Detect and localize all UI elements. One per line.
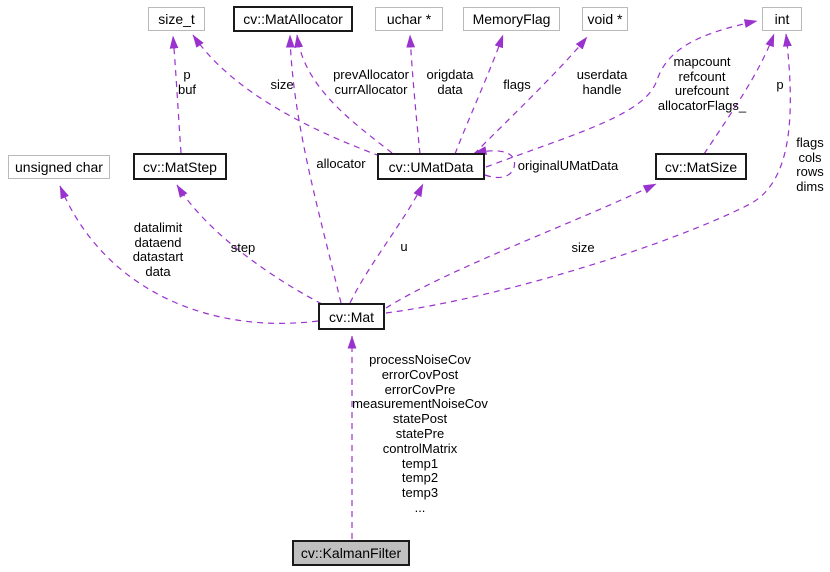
edge-umatdata-matallocator [294,34,393,154]
edge-label-userdata-handle: userdata handle [576,67,628,97]
node-cv-kalmanfilter: cv::KalmanFilter [292,540,410,566]
edge-label-p-right: p [776,77,784,92]
edge-matstep-sizet-p-buf [169,35,182,154]
node-cv-matstep[interactable]: cv::MatStep [133,153,227,180]
node-unsigned-char: unsigned char [8,155,110,179]
edge-label-mapcount-group: mapcount refcount urefcount allocatorFla… [657,54,747,113]
node-memoryflag: MemoryFlag [463,7,560,31]
edge-label-flags-top: flags [503,77,531,92]
node-int: int [762,7,802,31]
edge-umatdata-voidptr [473,36,588,155]
edge-mat-matallocator-allocator [285,34,342,304]
node-cv-umatdata[interactable]: cv::UMatData [377,153,485,180]
edge-mat-unsignedchar-data [59,185,319,324]
node-void-ptr: void * [582,7,628,31]
edge-umatdata-memoryflag [454,34,504,155]
edge-label-datalimit-group: datalimit dataend datastart data [132,220,184,279]
edge-mat-matsize-size [385,183,657,309]
edge-matsize-int-p [703,33,775,155]
edge-label-origdata-data: origdata data [426,67,474,97]
edge-label-size-top: size [270,77,294,92]
edge-label-flags-cols-rows-dims: flags cols rows dims [796,135,824,194]
edge-label-prev-curr-allocator: prevAllocator currAllocator [333,67,409,97]
edge-label-p-buf: p buf [177,67,197,97]
node-size-t: size_t [148,7,205,31]
edge-umatdata-int-mapcount [485,19,758,168]
edge-label-original-umatdata: originalUMatData [517,158,619,173]
edge-label-mat-members: processNoiseCov errorCovPost errorCovPre… [352,352,488,515]
node-uchar-ptr: uchar * [375,7,443,31]
edge-umatdata-selfloop [473,146,516,179]
node-cv-matallocator[interactable]: cv::MatAllocator [233,6,353,32]
edge-umatdata-sizet-size [192,34,381,157]
node-cv-mat[interactable]: cv::Mat [318,303,385,330]
edge-label-allocator: allocator [316,156,366,171]
edge-mat-matstep-step [176,184,323,305]
edge-mat-umatdata-u [349,183,424,304]
edge-label-step: step [230,240,256,255]
edge-label-u: u [400,239,408,254]
edge-umatdata-ucharptr [406,34,421,155]
node-cv-matsize[interactable]: cv::MatSize [655,153,747,180]
edge-mat-int-flags [385,33,792,314]
edge-label-size-mid: size [571,240,595,255]
